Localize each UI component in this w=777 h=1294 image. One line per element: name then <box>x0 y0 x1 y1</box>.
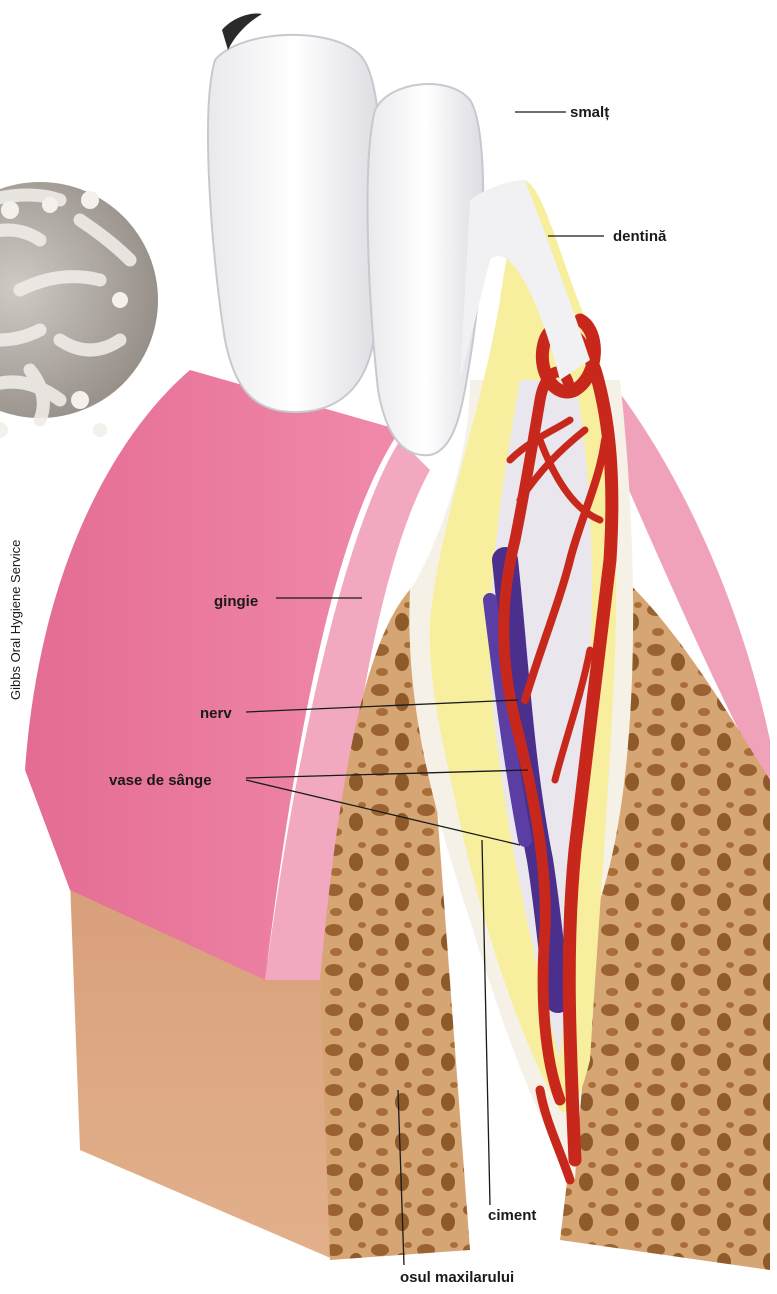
tooth-crown-front <box>208 35 381 412</box>
tooth-crown-back <box>368 84 484 455</box>
label-smalt: smalț <box>570 104 609 121</box>
label-vase: vase de sânge <box>109 772 212 789</box>
photo-credit: Gibbs Oral Hygiene Service <box>8 540 23 700</box>
label-dentina: dentină <box>613 228 667 245</box>
label-nerv: nerv <box>200 705 232 722</box>
label-gingie: gingie <box>214 593 258 610</box>
label-ciment: ciment <box>488 1207 536 1224</box>
label-os: osul maxilarului <box>400 1269 514 1286</box>
bacteria-micrograph <box>0 182 158 438</box>
